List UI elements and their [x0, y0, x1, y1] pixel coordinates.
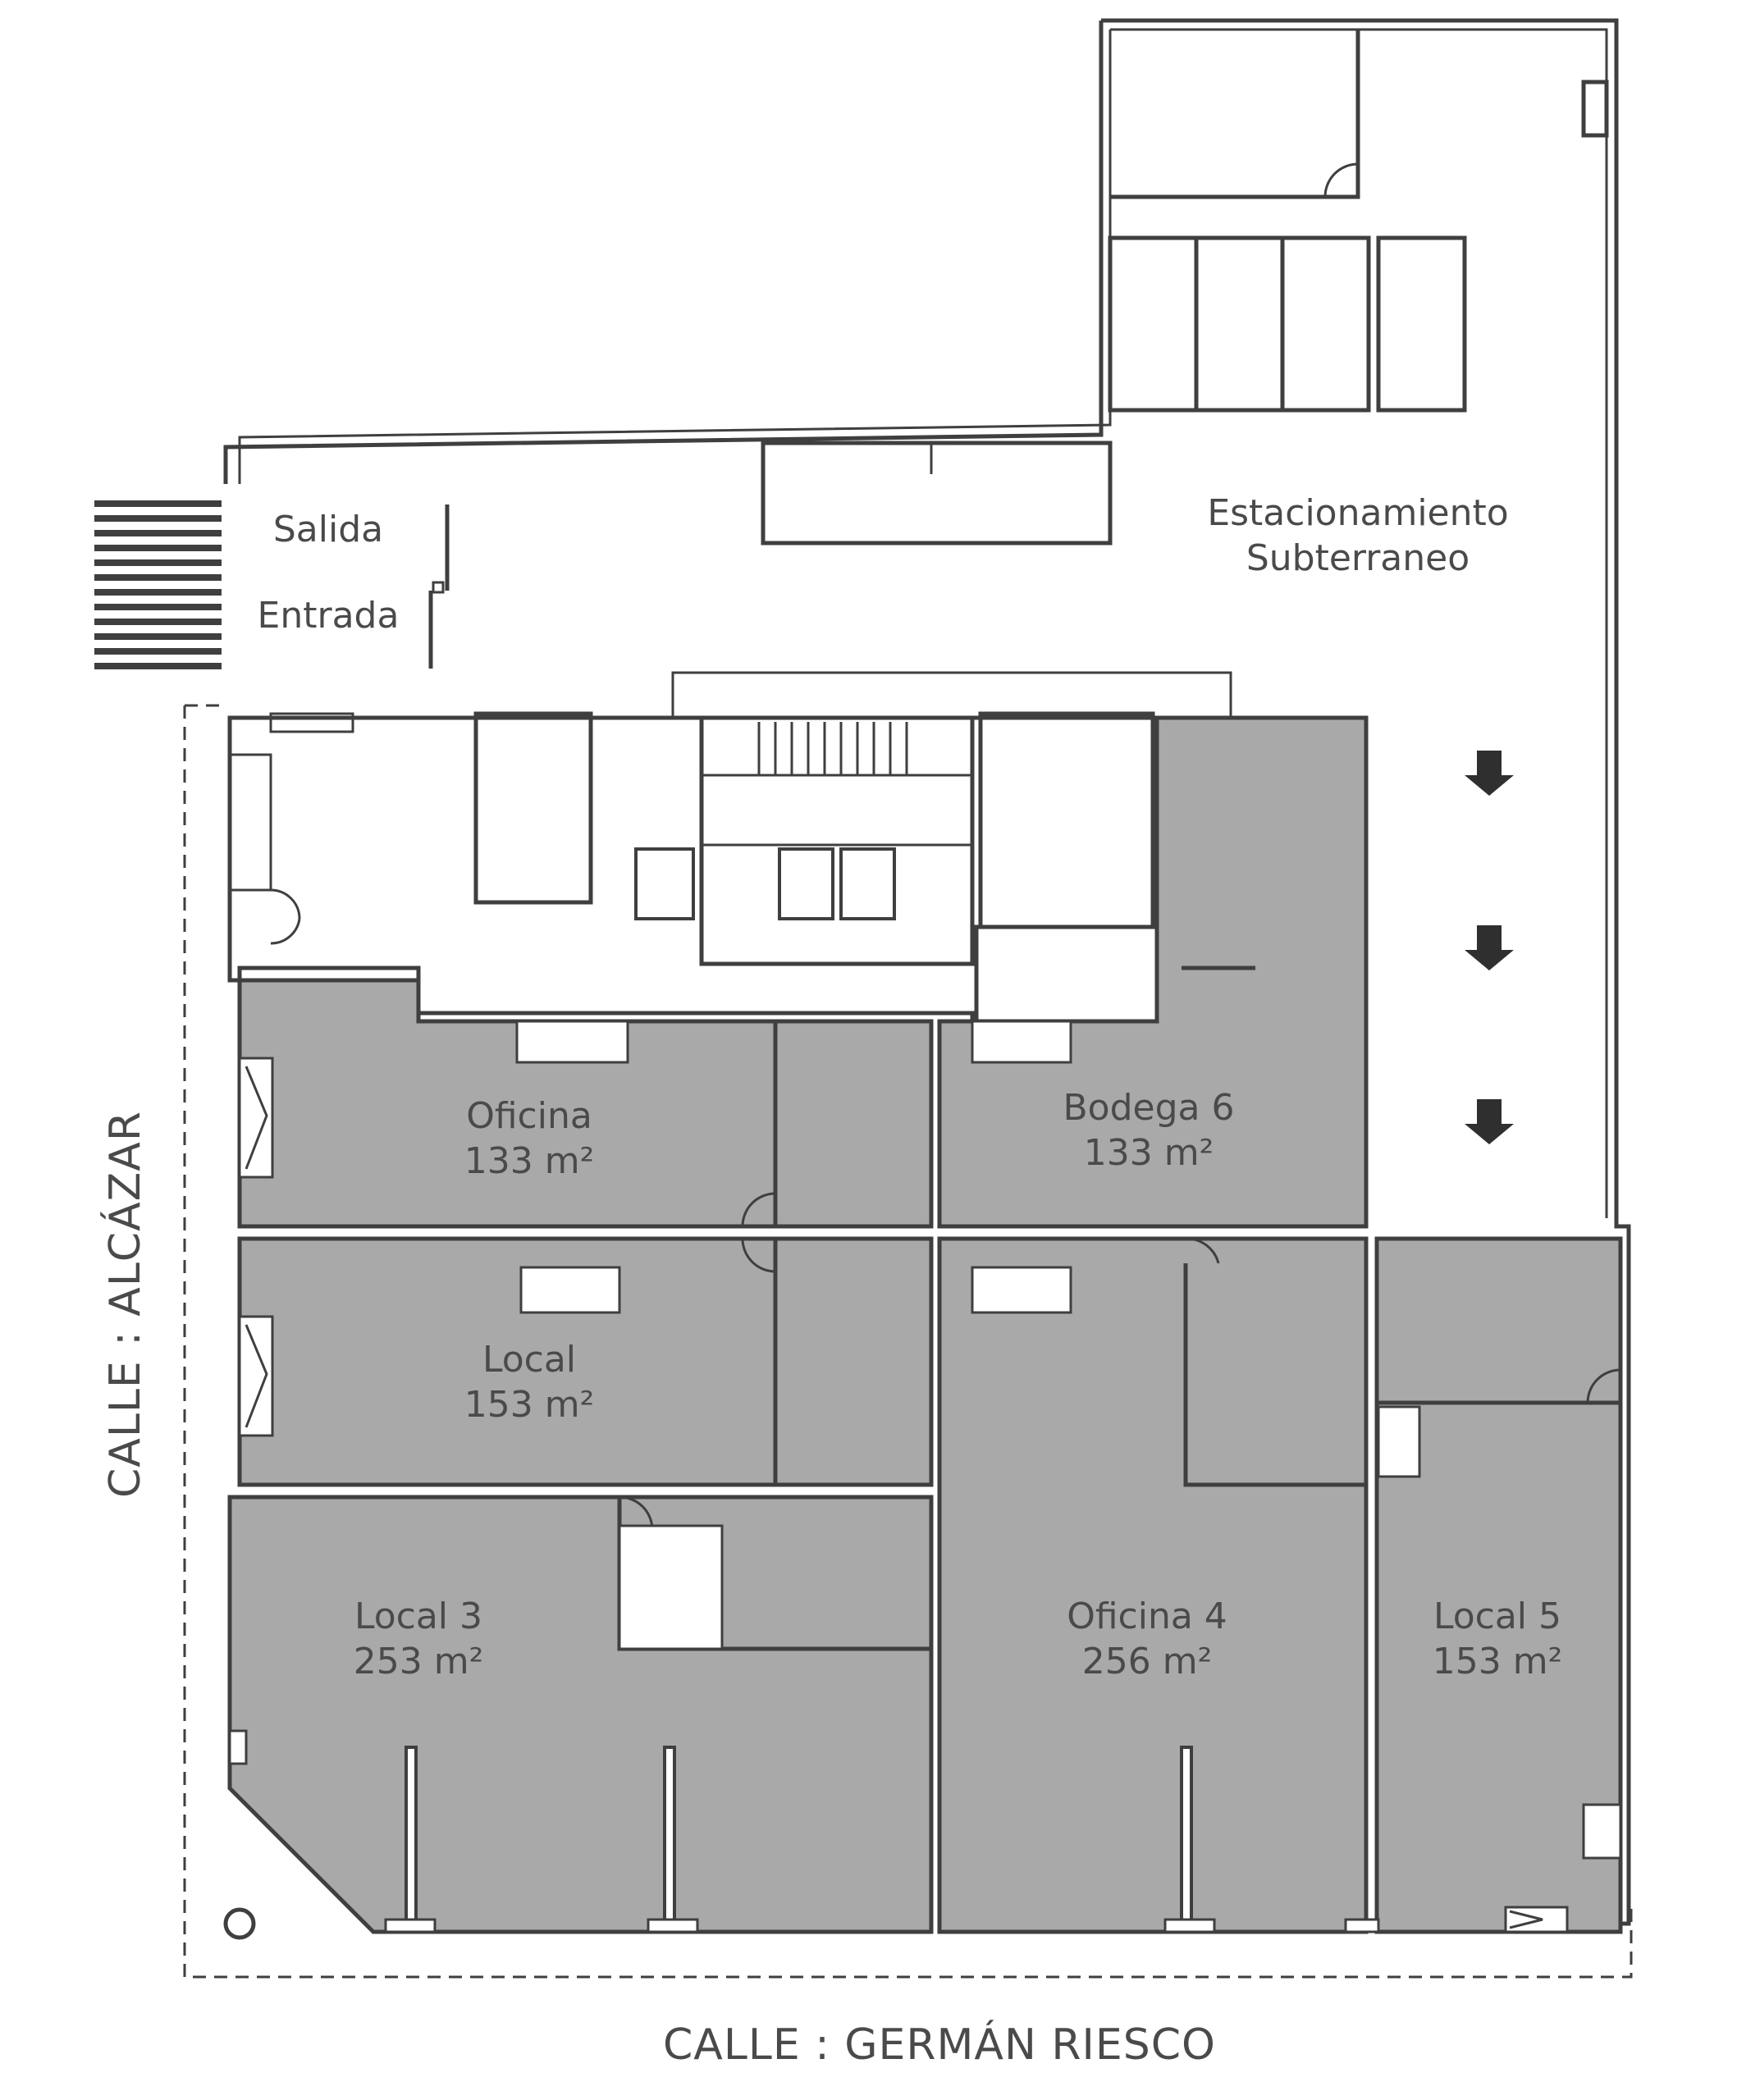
door-arc-local-3: [619, 1495, 654, 1531]
storefront-mullions: [384, 1746, 1380, 1933]
core-entry-stair: [228, 753, 272, 892]
window-bays: [238, 1057, 274, 1437]
parking-door-arc: [1323, 162, 1359, 198]
stair-icon: [702, 722, 972, 847]
unit-area: 253 m²: [354, 1641, 483, 1682]
parking-bay-4: [1376, 235, 1467, 413]
parking-column: [1581, 80, 1609, 138]
stair-core: [699, 715, 975, 966]
parking-label-line2: Subterraneo: [1246, 537, 1470, 579]
parking-block: [761, 441, 1113, 546]
unit-name: Local 5: [1433, 1596, 1561, 1637]
unit-oficina-4: [937, 1236, 1369, 1934]
unit-area: 256 m²: [1082, 1641, 1212, 1682]
core-top-strip: [671, 671, 1232, 719]
unit-area: 153 m²: [1433, 1641, 1562, 1682]
parking-bay-1: [1108, 235, 1199, 413]
building-outline: [1101, 18, 1631, 1926]
street-left-label: CALLE : ALCÁZAR: [100, 1111, 150, 1498]
core-restroom-right: [978, 711, 1155, 929]
corner-fixture: [228, 1729, 248, 1765]
core-restroom-left: [473, 711, 593, 905]
unit-area: 133 m²: [464, 1140, 594, 1182]
door-arc-oficina: [741, 1192, 776, 1273]
local-5-fixture: [1582, 1803, 1622, 1860]
unit-area: 133 m²: [1084, 1132, 1214, 1174]
unit-name: Oficina 4: [1067, 1596, 1227, 1637]
parking-outline-inner-2: [238, 30, 1112, 484]
door-arc-oficina-4: [1185, 1237, 1220, 1264]
unit-name: Local: [482, 1339, 576, 1381]
parking-outline: [223, 21, 1104, 484]
elevator-icon: [634, 847, 896, 920]
parking-label-line1: Estacionamiento: [1207, 492, 1508, 534]
exit-label: Salida: [273, 509, 383, 550]
barrier-post: [432, 581, 445, 594]
toilet-icon: [515, 1020, 1421, 1650]
property-boundary: [183, 705, 1633, 1979]
unit-local-3: [227, 1495, 934, 1934]
down-arrow-icon: [1465, 751, 1514, 1144]
parking-bay-2: [1194, 235, 1285, 413]
parking-top-room: [1110, 30, 1360, 199]
unit-name: Local 3: [354, 1596, 482, 1637]
entrance-label: Entrada: [258, 595, 400, 637]
core-entry-door: [270, 888, 301, 945]
core-utility: [974, 924, 1159, 1024]
unit-name: Bodega 6: [1063, 1087, 1235, 1129]
unit-local-5: [1374, 1236, 1623, 1934]
parking-bay-3: [1280, 235, 1371, 413]
local-5-stair-arrow: [1509, 1910, 1543, 1929]
parking-outline-inner: [1110, 28, 1608, 1218]
unit-name: Oficina: [466, 1095, 592, 1137]
partition-oficina-4: [1183, 1263, 1366, 1487]
door-arc-local-5: [1586, 1368, 1621, 1404]
column-icon: [223, 1907, 256, 1940]
local-5-stair-icon: [1504, 1906, 1569, 1933]
street-bottom-label: CALLE : GERMÁN RIESCO: [663, 2020, 1216, 2070]
core-area: [227, 715, 1159, 1024]
core-vent: [269, 712, 354, 733]
ramp-stripes-icon: [94, 500, 222, 669]
unit-area: 153 m²: [464, 1384, 594, 1426]
